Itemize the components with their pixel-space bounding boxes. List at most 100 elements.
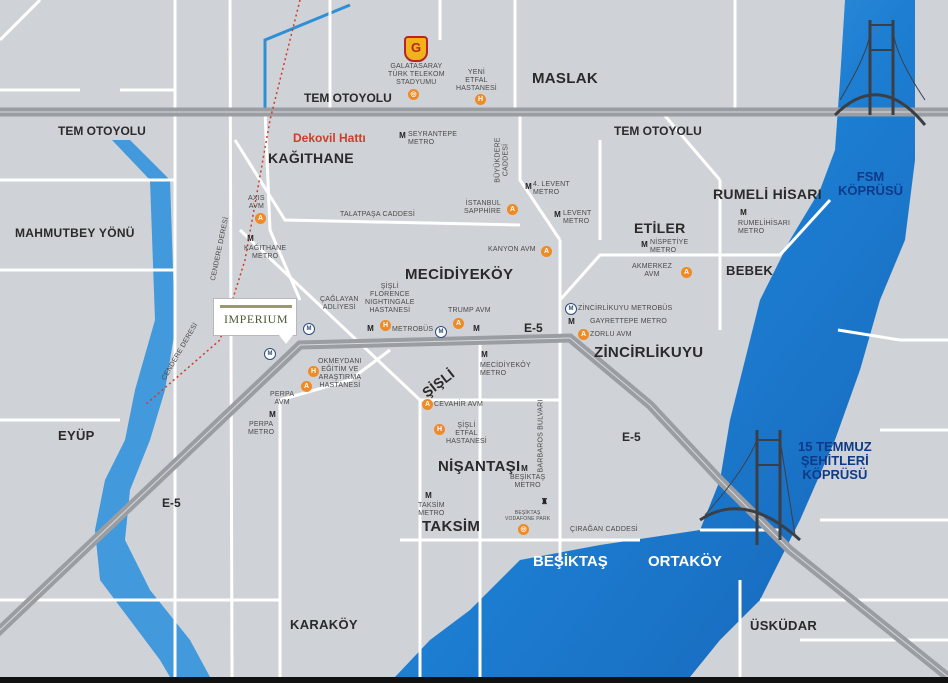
dekovil-line [144,0,301,406]
metro-icon[interactable]: M [269,410,276,419]
district-karakoy: KARAKÖY [290,617,358,632]
metro-icon[interactable]: M [481,350,488,359]
poi-besiktas-metro: BEŞİKTAŞ METRO [510,474,546,489]
water-label-ortakoy: ORTAKÖY [648,553,722,570]
poi-nispetiye-metro: NİSPETİYE METRO [650,239,689,254]
imperium-marker-pointer [279,335,293,344]
district-etiler: ETİLER [634,220,686,236]
poi-sisli-florence: ŞİŞLİ FLORENCE NIGHTINGALE HASTANESİ [365,283,415,314]
mall-pin-icon[interactable]: A [541,246,552,257]
poi-mecidiyekoy-metro: MECİDİYEKÖY METRO [480,362,531,377]
river-left [95,140,210,677]
poi-akmerkez-avm: AKMERKEZ AVM [632,263,673,278]
road-label-tem-right: TEM OTOYOLU [614,124,702,138]
galatasaray-logo-icon[interactable]: G [404,36,428,62]
hospital-pin-icon[interactable]: H [434,424,445,435]
district-uskudar: ÜSKÜDAR [750,618,818,633]
road-label-e5-left: E-5 [162,496,181,510]
mall-pin-icon[interactable]: A [681,267,692,278]
river-top [263,3,351,110]
imperium-marker-bar [220,305,292,308]
poi-galatasaray-stadium: GALATASARAY TÜRK TELEKOM STADYUMU [388,63,445,86]
metro-icon[interactable]: M [367,324,374,333]
district-kagithane: KAĞITHANE [268,150,354,166]
poi-trump-avm: TRUMP AVM [448,307,491,314]
metrobus-icon[interactable]: M [565,303,577,315]
mall-pin-icon[interactable]: A [578,329,589,340]
district-nisantasi: NİŞANTAŞI [438,458,521,475]
poi-4-levent-metro: 4. LEVENT METRO [533,181,570,196]
metro-icon[interactable]: M [641,240,648,249]
district-maslak: MASLAK [532,70,598,87]
stadium-pin-icon[interactable]: ◎ [408,89,419,100]
imperium-marker-box: IMPERIUM [213,298,297,336]
metrobus-icon[interactable]: M [435,326,447,338]
metro-icon[interactable]: M [425,491,432,500]
poi-kagithane-metro: KAĞITHANE METRO [244,245,287,260]
poi-buyukdere-caddesi: BÜYÜKDERE CADDESİ [494,137,510,183]
poi-zorlu-avm: ZORLU AVM [590,331,632,338]
poi-perpa-avm: PERPA AVM [270,391,295,406]
district-bebek: BEBEK [726,263,774,278]
metro-icon[interactable]: M [568,317,575,326]
metro-icon[interactable]: M [740,208,747,217]
district-mecidiyekoy: MECİDİYEKÖY [405,266,514,283]
metro-icon[interactable]: M [521,464,528,473]
bridge-label-fsm: FSM KÖPRÜSÜ [838,169,904,198]
poi-zincirlikuyu-metrobus: ZİNCİRLİKUYU METROBÜS [578,305,673,312]
imperium-location-marker[interactable]: IMPERIUM [213,298,297,344]
hospital-pin-icon[interactable]: H [475,94,486,105]
district-rumeli-hisari: RUMELİ HİSARI [713,186,822,202]
road-label-tem-left: TEM OTOYOLU [58,124,146,138]
mall-pin-icon[interactable]: A [453,318,464,329]
mall-pin-icon[interactable]: A [301,381,312,392]
mall-pin-icon[interactable]: A [422,399,433,410]
poi-yeni-etfal: YENİ ETFAL HASTANESİ [456,69,497,92]
poi-metrobus: METROBÜS [392,326,434,333]
poi-levent-metro: LEVENT METRO [563,210,592,225]
mall-pin-icon[interactable]: A [507,204,518,215]
poi-perpa-metro: PERPA METRO [248,421,275,436]
metro-icon[interactable]: M [525,182,532,191]
poi-talatpasa-caddesi: TALATPAŞA CADDESİ [340,211,415,218]
metro-icon[interactable]: M [473,324,480,333]
metro-icon[interactable]: M [399,131,406,140]
district-eyup: EYÜP [58,428,95,443]
metrobus-icon[interactable]: M [264,348,276,360]
water-label-besiktas: BEŞİKTAŞ [533,553,608,570]
hospital-pin-icon[interactable]: H [308,366,319,377]
district-taksim: TAKSİM [422,518,481,535]
mall-pin-icon[interactable]: A [255,213,266,224]
poi-rumelihisari-metro: RUMELİHİSARI METRO [738,220,791,235]
fsm-bridge [833,20,927,126]
poi-sisli-etfal: ŞİŞLİ ETFAL HASTANESİ [446,422,487,445]
district-zincirlikuyu: ZİNCİRLİKUYU [594,344,704,361]
metro-icon[interactable]: M [247,234,254,243]
poi-taksim-metro: TAKSİM METRO [418,502,445,517]
stadium-pin-icon[interactable]: ◎ [518,524,529,535]
imperium-marker-label: IMPERIUM [223,312,288,326]
hospital-pin-icon[interactable]: H [380,320,391,331]
poi-gayrettepe-metro: GAYRETTEPE METRO [590,318,667,325]
metrobus-icon[interactable]: M [303,323,315,335]
poi-ciragan-caddesi: ÇIRAĞAN CADDESİ [570,526,638,533]
bridge-label-15-temmuz: 15 TEMMUZ ŞEHİTLERİ KÖPRÜSÜ [798,439,872,482]
besiktas-logo-icon[interactable]: ♜ [540,497,549,506]
poi-barbaros-bulvari: BARBAROS BULVARI [537,399,545,473]
bosphorus-water [395,0,915,677]
poi-caglayan-adliyesi: ÇAĞLAYAN ADLİYESİ [320,296,359,311]
district-mahmutbey: MAHMUTBEY YÖNÜ [15,226,135,240]
poi-besiktas-stadium: BEŞİKTAŞ VODAFONE PARK [505,510,551,522]
poi-seyrantepe-metro: SEYRANTEPE METRO [408,131,458,146]
poi-kanyon-avm: KANYON AVM [488,246,536,253]
metro-icon[interactable]: M [554,210,561,219]
poi-axis-avm: AXIS AVM [248,195,265,210]
temmuz-bridge [699,430,802,545]
road-label-tem-top: TEM OTOYOLU [304,91,392,105]
poi-cevahir-avm: CEVAHİR AVM [434,401,484,408]
road-label-dekovil: Dekovil Hattı [293,131,366,145]
road-label-e5-mid: E-5 [524,321,543,335]
poi-okmeydani-hastanesi: OKMEYDANI EĞİTİM VE ARAŞTIRMA HASTANESİ [318,358,362,389]
